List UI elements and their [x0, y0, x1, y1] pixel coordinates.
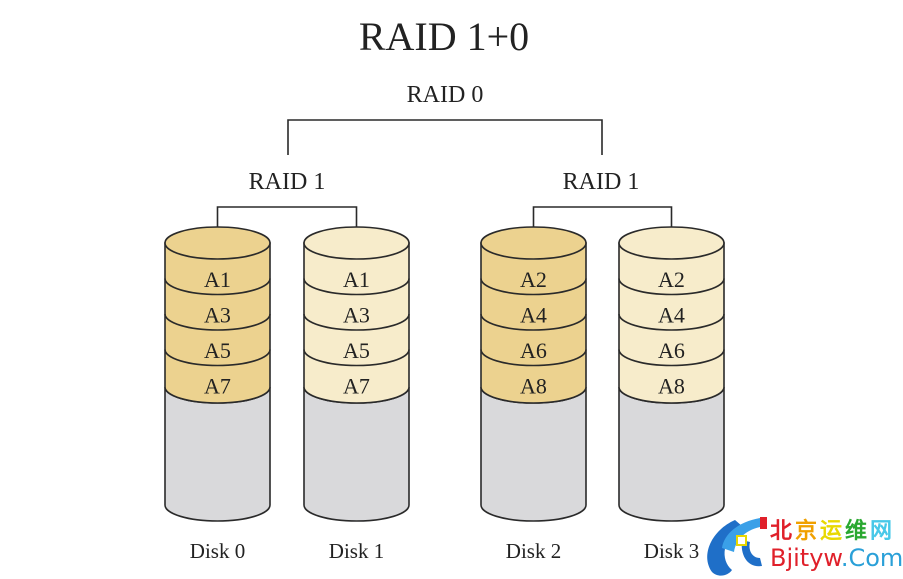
block-divider: [303, 278, 410, 296]
block-divider: [618, 349, 725, 367]
block-divider: [480, 278, 587, 296]
block-divider: [480, 349, 587, 367]
disk-empty-space: [480, 386, 587, 522]
block-divider: [618, 278, 725, 296]
block-divider: [164, 313, 271, 331]
data-block-a4: A4: [520, 303, 547, 328]
data-block-a4: A4: [658, 303, 685, 328]
watermark-site-main: Bjityw: [770, 544, 842, 572]
watermark: 北 京 运 维 网 Bjityw.Com: [707, 517, 903, 576]
raid0-label: RAID 0: [407, 82, 484, 108]
watermark-site-text: Bjityw.Com: [770, 544, 903, 572]
block-divider: [480, 313, 587, 331]
watermark-site-dot: .: [841, 544, 849, 572]
watermark-cn-char: 运: [820, 519, 842, 544]
watermark-cn-char: 维: [845, 518, 867, 544]
data-block-a2: A2: [520, 267, 547, 292]
disk-label: Disk 1: [329, 539, 384, 563]
block-divider: [618, 313, 725, 331]
data-block-a6: A6: [658, 338, 685, 363]
data-block-a7: A7: [343, 374, 370, 399]
disk-top: [164, 226, 271, 260]
data-block-a3: A3: [204, 303, 231, 328]
data-block-a6: A6: [520, 338, 547, 363]
raid0-bracket: [287, 119, 603, 155]
raid1-label-right: RAID 1: [563, 169, 640, 195]
disk-empty-space: [303, 386, 410, 522]
bjityw-logo-icon: [707, 517, 767, 576]
watermark-cn-char: 京: [795, 518, 817, 544]
data-block-a5: A5: [343, 338, 370, 363]
data-block-a1: A1: [204, 267, 231, 292]
disk-top: [618, 226, 725, 260]
disk-top: [303, 226, 410, 260]
disk-label: Disk 3: [644, 539, 699, 563]
data-block-a8: A8: [658, 374, 685, 399]
disk-empty-space: [164, 386, 271, 522]
block-divider: [303, 349, 410, 367]
disk-empty-space: [618, 386, 725, 522]
raid1-bracket: [532, 206, 673, 243]
raid1-label-left: RAID 1: [249, 169, 326, 195]
diagram-title: RAID 1+0: [359, 14, 529, 59]
watermark-cn-char: 北: [770, 519, 792, 544]
block-divider: [164, 278, 271, 296]
disk-top: [480, 226, 587, 260]
raid1-bracket: [216, 206, 358, 243]
disk-label: Disk 0: [190, 539, 245, 563]
disk-label: Disk 2: [506, 539, 561, 563]
watermark-cn-char: 网: [870, 519, 892, 544]
data-block-a8: A8: [520, 374, 547, 399]
data-block-a7: A7: [204, 374, 231, 399]
watermark-site-tld: Com: [848, 544, 903, 572]
block-divider: [303, 313, 410, 331]
data-block-a2: A2: [658, 267, 685, 292]
data-block-a3: A3: [343, 303, 370, 328]
block-divider: [164, 349, 271, 367]
data-block-a1: A1: [343, 267, 370, 292]
data-block-a5: A5: [204, 338, 231, 363]
